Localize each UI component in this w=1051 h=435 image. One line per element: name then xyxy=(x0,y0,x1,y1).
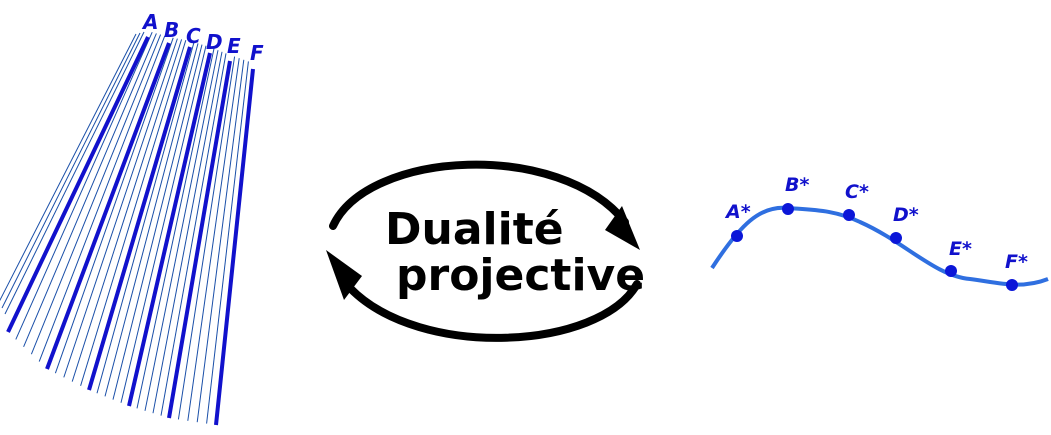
thick-line xyxy=(167,60,232,419)
dual-curve-path xyxy=(710,205,1049,287)
point-marker xyxy=(1006,279,1018,291)
dual-curve xyxy=(710,205,1049,287)
thin-line xyxy=(4,31,145,315)
point-label: C* xyxy=(845,181,869,203)
line-label: F xyxy=(250,41,264,65)
thin-line xyxy=(104,43,199,397)
thin-line xyxy=(187,58,240,421)
point-marker xyxy=(782,203,794,215)
title-line-2: projective xyxy=(396,250,645,301)
point-label: D* xyxy=(893,204,919,226)
point-marker xyxy=(731,230,743,242)
thick-line xyxy=(6,36,150,333)
arrow-top xyxy=(329,160,629,230)
arrow-bottom xyxy=(346,280,641,342)
thin-line xyxy=(206,61,249,424)
thin-line xyxy=(1,32,141,309)
thin-line xyxy=(120,45,207,403)
thin-line xyxy=(136,48,215,409)
point-marker xyxy=(843,209,855,221)
thin-line xyxy=(144,50,219,411)
thin-line xyxy=(177,56,236,420)
thin-line xyxy=(196,59,245,423)
title-line-1: Dualité xyxy=(385,204,564,255)
thin-line xyxy=(112,44,203,400)
thin-line xyxy=(23,33,157,347)
line-family xyxy=(0,31,255,426)
thin-line xyxy=(63,38,178,378)
thin-line xyxy=(38,35,166,362)
thick-line xyxy=(127,52,212,407)
line-labels: A B C D E F xyxy=(141,10,264,65)
line-label: C xyxy=(186,24,201,48)
thin-line xyxy=(160,53,227,416)
thick-line xyxy=(214,68,255,426)
thin-line xyxy=(54,37,174,374)
thick-line xyxy=(45,42,171,370)
line-label: A xyxy=(141,10,158,34)
point-label: B* xyxy=(785,174,809,196)
point-marker xyxy=(945,265,957,277)
arrowhead-right xyxy=(605,206,640,250)
point-label: A* xyxy=(724,201,751,223)
point-label: F* xyxy=(1005,251,1028,273)
thin-line xyxy=(152,51,223,414)
point-label: E* xyxy=(949,238,972,260)
duality-arrows xyxy=(326,160,641,342)
thin-line xyxy=(71,39,183,382)
line-label: E xyxy=(227,34,241,58)
thin-line xyxy=(30,34,162,355)
thin-line xyxy=(96,42,195,394)
line-label: D xyxy=(206,30,223,54)
thin-line xyxy=(80,40,187,386)
thick-line xyxy=(87,46,192,391)
point-marker xyxy=(890,232,902,244)
arrowhead-left xyxy=(326,250,362,300)
thin-line xyxy=(0,33,137,302)
thin-line xyxy=(15,31,153,340)
line-label: B xyxy=(164,18,179,42)
dual-points: A* B* C* D* E* F* xyxy=(724,174,1028,291)
